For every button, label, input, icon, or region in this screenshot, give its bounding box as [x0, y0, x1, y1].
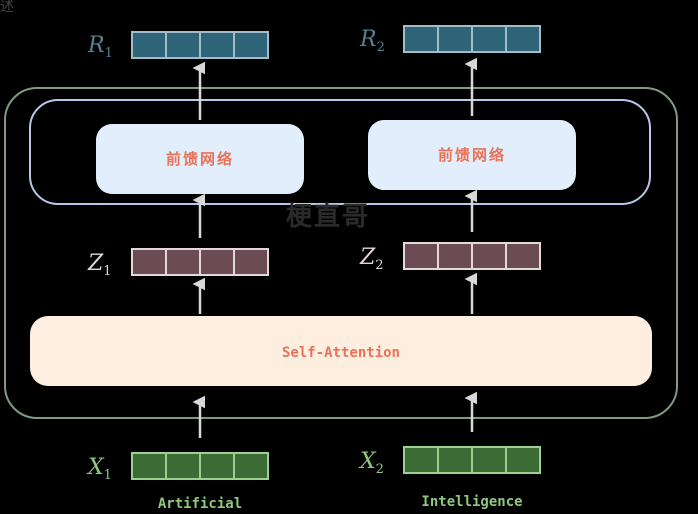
- ffn-box-1: [96, 124, 304, 194]
- ffn-frame: [29, 99, 651, 205]
- z-label-2: Z2: [359, 245, 384, 273]
- token-word-1: Artificial: [158, 496, 242, 512]
- z-vector-2: [403, 242, 541, 270]
- x-vector-2: [403, 446, 541, 474]
- corner-fragment: 述: [0, 0, 14, 15]
- z-label-1: Z1: [87, 251, 112, 279]
- z-vector-1: [131, 248, 269, 276]
- ffn-box-2: [368, 120, 576, 190]
- self-attention-label: Self-Attention: [282, 345, 400, 361]
- r-vector-1: [131, 31, 269, 59]
- x-label-2: X2: [358, 449, 384, 477]
- x-label-1: X1: [86, 455, 112, 483]
- self-attention-box: [30, 316, 652, 386]
- ffn-label-2: 前馈网络: [438, 146, 506, 164]
- ffn-label-1: 前馈网络: [166, 150, 234, 168]
- r-label-1: R1: [87, 33, 113, 61]
- encoder-frame: [4, 87, 678, 419]
- token-word-2: Intelligence: [421, 494, 522, 510]
- r-label-2: R2: [359, 27, 385, 55]
- r-vector-2: [403, 25, 541, 53]
- watermark: 梗直哥: [286, 202, 371, 232]
- x-vector-1: [131, 452, 269, 480]
